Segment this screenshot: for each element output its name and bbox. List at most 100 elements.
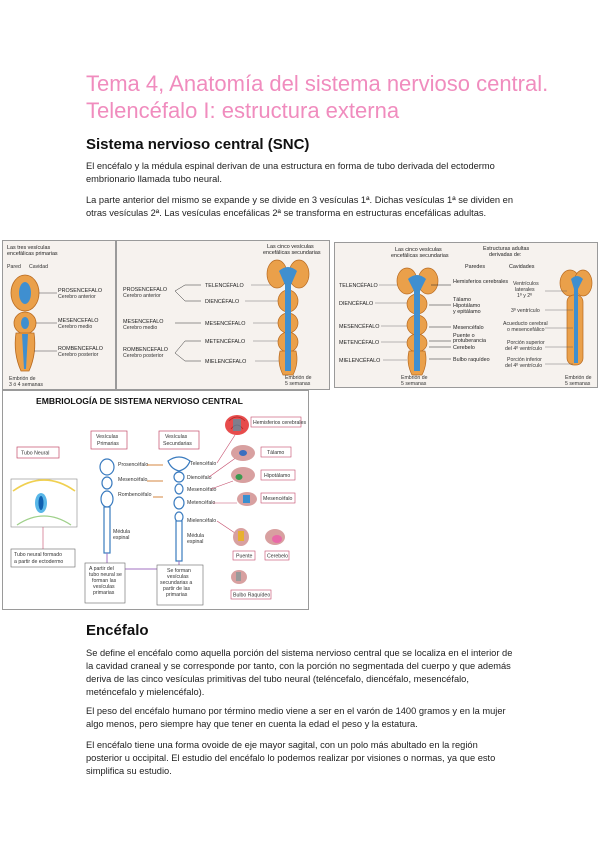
footer-semanas: 5 semanas (285, 381, 311, 387)
label-pared: Pared (7, 264, 21, 270)
label-cerebro-medio: Cerebro medio (58, 324, 92, 330)
label-hipotalamo: Hipotálamo (453, 303, 480, 309)
label-cerebro-posterior: Cerebro posterior (123, 353, 164, 359)
footer-embrion: Embrión de (9, 376, 36, 382)
adult-structures-figure: Las cinco vesículas encefálicas secundar… (334, 242, 598, 388)
label-epitalamo: y epitálamo (453, 309, 481, 315)
paragraph-snc-2: La parte anterior del mismo se expande y… (86, 195, 514, 218)
footer-semanas-left: 5 semanas (401, 381, 427, 387)
label-rombencefalo: Rombencéfalo (118, 492, 152, 498)
label-cerebro-anterior: Cerebro anterior (58, 294, 96, 300)
label-mielencefalo: Mielencéfalo (187, 518, 216, 524)
label-metencefalo: METENCÉFALO (205, 338, 245, 345)
neural-tube-cross-section (10, 478, 78, 528)
label-rombencefalo: ROMBENCEFALO (58, 346, 103, 352)
label-cerebro-posterior: Cerebro posterior (58, 352, 99, 358)
footer-embrion: Embrión de (285, 375, 312, 381)
label-porcion-inferior: Porción inferior (507, 357, 542, 363)
label-mesencefalo-adulto: Mesencéfalo (263, 496, 293, 502)
label-mesencefalo-2: MESENCÉFALO (205, 320, 245, 327)
adult-vesicles-illustration (396, 267, 439, 376)
label-cerebro-medio: Cerebro medio (123, 325, 157, 331)
label-hemisferios-cerebrales: Hemisferios cerebrales (253, 420, 306, 426)
note-secundarias-3: secundarias a (160, 580, 192, 586)
label-diencefalo: DIENCÉFALO (339, 300, 373, 307)
adult-cavities-illustration (559, 269, 593, 366)
label-secundarias: Secundarias (163, 441, 192, 447)
footer-embrion-right: Embrión de (565, 375, 592, 381)
paragraph-encefalo-2: El peso del encéfalo humano por término … (86, 706, 506, 729)
paragraph-encefalo-1: Se define el encéfalo como aquella porci… (86, 648, 513, 697)
label-prosencefalo: PROSENCEFALO (58, 288, 102, 294)
label-bulbo: Bulbo raquídeo (453, 357, 490, 363)
medulla-image (231, 570, 247, 584)
label-vesiculas-secundarias: Vesículas (165, 434, 188, 440)
label-hemisferios: Hemisferios cerebrales (453, 279, 508, 285)
label-tubo-neural: Tubo Neural (21, 451, 49, 457)
embryology-title: EMBRIOLOGÍA DE SISTEMA NERVIOSO CENTRAL (36, 396, 243, 406)
label-rombencefalo: ROMBENCEFALO (123, 347, 168, 353)
paragraph-snc-1: El encéfalo y la médula espinal derivan … (86, 161, 495, 184)
label-bulbo-raquideo: Bulbo Raquídeo (233, 593, 270, 599)
label-prosencefalo: Prosencéfalo (118, 462, 148, 468)
section-heading-encefalo: Encéfalo (86, 622, 149, 639)
brain-hemispheres-image (225, 415, 249, 435)
secondary-vesicles-illustration (266, 259, 310, 376)
label-laterales: laterales (515, 287, 535, 293)
note-primarias-4: vesículas (93, 584, 115, 590)
note-secundarias-4: partir de las (163, 586, 191, 592)
label-diencefalo: Diencéfalo (187, 475, 212, 481)
figure-heading-left-2: encefálicas secundarias (391, 253, 449, 259)
label-mesencefalo-adulto: Mesencéfalo (453, 325, 484, 331)
label-medula-espinal-sec-2: espinal (187, 539, 203, 545)
label-4-ventriculo-sup: del 4º ventrículo (505, 346, 542, 352)
label-diencefalo: DIENCÉFALO (205, 298, 239, 305)
thalamus-image (231, 445, 255, 461)
label-puente: Puente o (453, 333, 475, 339)
secondary-tube-illustration (167, 456, 191, 562)
page-title: Tema 4, Anatomía del sistema nervioso ce… (86, 71, 549, 123)
label-puente: Puente (236, 554, 253, 560)
midbrain-image (237, 492, 257, 506)
figure-heading-2: encefálicas secundarias (263, 250, 321, 256)
label-cavidad: Cavidad (29, 264, 48, 270)
label-mielencefalo: MIELENCÉFALO (339, 357, 380, 364)
label-medula-espinal-2: espinal (113, 535, 129, 541)
note-tubo-neural-2: a partir de ectodermo (14, 559, 63, 565)
label-talamo: Tálamo (267, 450, 284, 456)
label-cerebelo: Cerebelo (453, 345, 475, 351)
note-secundarias-2: vesículas (167, 574, 189, 580)
note-primarias: A partir del (89, 566, 114, 572)
secondary-vesicles-figure: Las cinco vesículas encefálicas secundar… (116, 240, 330, 390)
embryology-figure: EMBRIOLOGÍA DE SISTEMA NERVIOSO CENTRAL … (2, 390, 309, 610)
label-hipotalamo: Hipotálamo (264, 473, 290, 479)
note-secundarias: Se forman (167, 568, 191, 574)
note-primarias-5: primarias (93, 590, 115, 596)
label-metencefalo: Metencéfalo (187, 500, 215, 506)
label-talamo: Tálamo (453, 297, 471, 303)
label-cerebelo: Cerebelo (267, 554, 288, 560)
footer-semanas-right: 5 semanas (565, 381, 591, 387)
label-mesencefalo: MESENCEFALO (58, 318, 98, 324)
label-mesencefalo: MESENCÉFALO (339, 323, 379, 330)
label-3-ventriculo: 3º ventrículo (511, 308, 540, 314)
figure-heading-2: encefálicas primarias (7, 251, 58, 257)
label-telencefalo: TELENCÉFALO (205, 282, 244, 289)
label-ventriculos: Ventrículos (513, 281, 539, 287)
primary-vesicles-illustration (10, 274, 40, 372)
footer-semanas: 3 ó 4 semanas (9, 382, 43, 388)
paragraph-encefalo-3: El encéfalo tiene una forma ovoide de ej… (86, 740, 496, 776)
label-1-2: 1º y 2º (517, 293, 532, 299)
label-primarias: Primarias (97, 441, 119, 447)
figure-heading-left: Las cinco vesículas (395, 247, 442, 253)
label-mesencefalo-2: Mesencéfalo (187, 487, 217, 493)
footer-embrion-left: Embrión de (401, 375, 428, 381)
figure-heading: Las tres vesículas (7, 245, 50, 251)
label-medula-espinal-sec: Médula (187, 533, 204, 539)
note-primarias-3: forman las (92, 578, 117, 584)
hypothalamus-image (231, 467, 255, 483)
label-medula-espinal: Médula (113, 529, 130, 535)
label-porcion-superior: Porción superior (507, 340, 545, 346)
label-telencefalo: Telencéfalo (190, 461, 216, 467)
label-mielencefalo: MIELENCÉFALO (205, 358, 246, 365)
